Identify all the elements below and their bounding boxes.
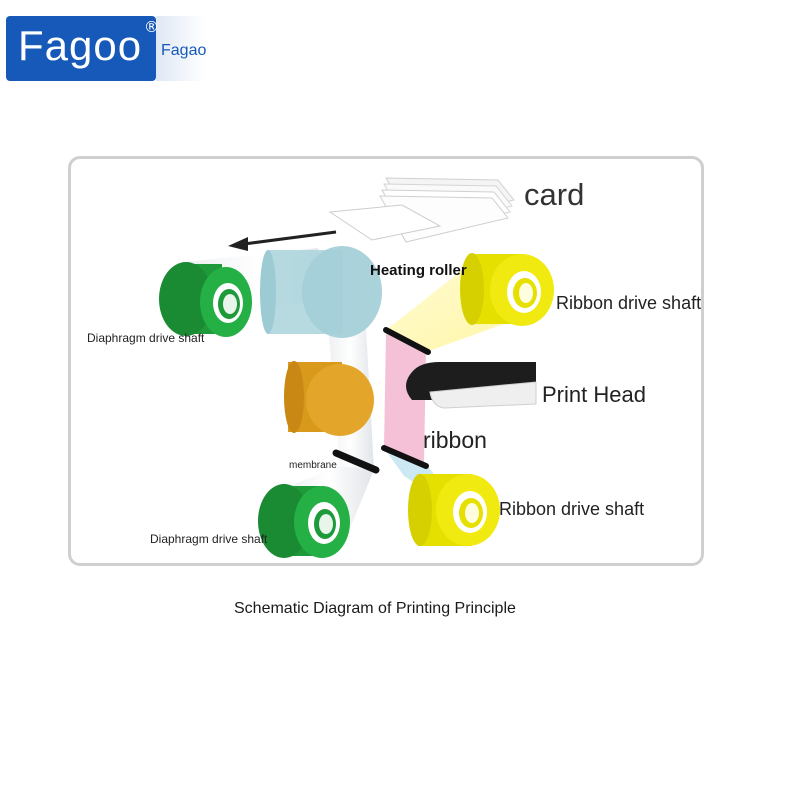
- heating-roller: [260, 246, 382, 338]
- ribbon-pink: [384, 332, 426, 462]
- label-diaphragm-drive-shaft-bottom: Diaphragm drive shaft: [150, 532, 268, 546]
- ribbon-drive-shaft-bottom: [408, 474, 500, 546]
- logo-brand-text: Fagoo: [18, 22, 143, 69]
- diaphragm-drive-shaft-top: [159, 262, 252, 337]
- logo-fade: [156, 16, 206, 81]
- logo-registered-mark: ®: [144, 18, 159, 36]
- ribbon-guide-bottom: [381, 445, 429, 469]
- diaphragm-drive-shaft-bottom: [258, 484, 350, 558]
- ribbon-guide-top: [383, 327, 431, 355]
- print-head: [406, 362, 537, 409]
- label-print-head: Print Head: [542, 382, 646, 407]
- feed-direction-arrow: [228, 230, 337, 251]
- label-membrane: membrane: [289, 460, 337, 471]
- diagram-caption: Schematic Diagram of Printing Principle: [234, 600, 516, 617]
- label-ribbon-drive-shaft-bottom: Ribbon drive shaft: [499, 499, 645, 519]
- label-heating-roller: Heating roller: [370, 262, 467, 279]
- ribbon-drive-shaft-top: [460, 253, 554, 326]
- brand-logo: Fagoo ® Fagao: [6, 16, 206, 81]
- label-ribbon-drive-shaft-top: Ribbon drive shaft: [556, 293, 702, 313]
- label-card: card: [524, 177, 585, 212]
- membrane-bar: [332, 449, 380, 474]
- label-ribbon: ribbon: [423, 427, 487, 453]
- logo-sub-text: Fagao: [161, 42, 207, 59]
- label-diaphragm-drive-shaft-top: Diaphragm drive shaft: [87, 331, 205, 345]
- logo-background: [6, 16, 156, 81]
- pressure-roller: [284, 361, 374, 436]
- fed-card: [328, 204, 442, 241]
